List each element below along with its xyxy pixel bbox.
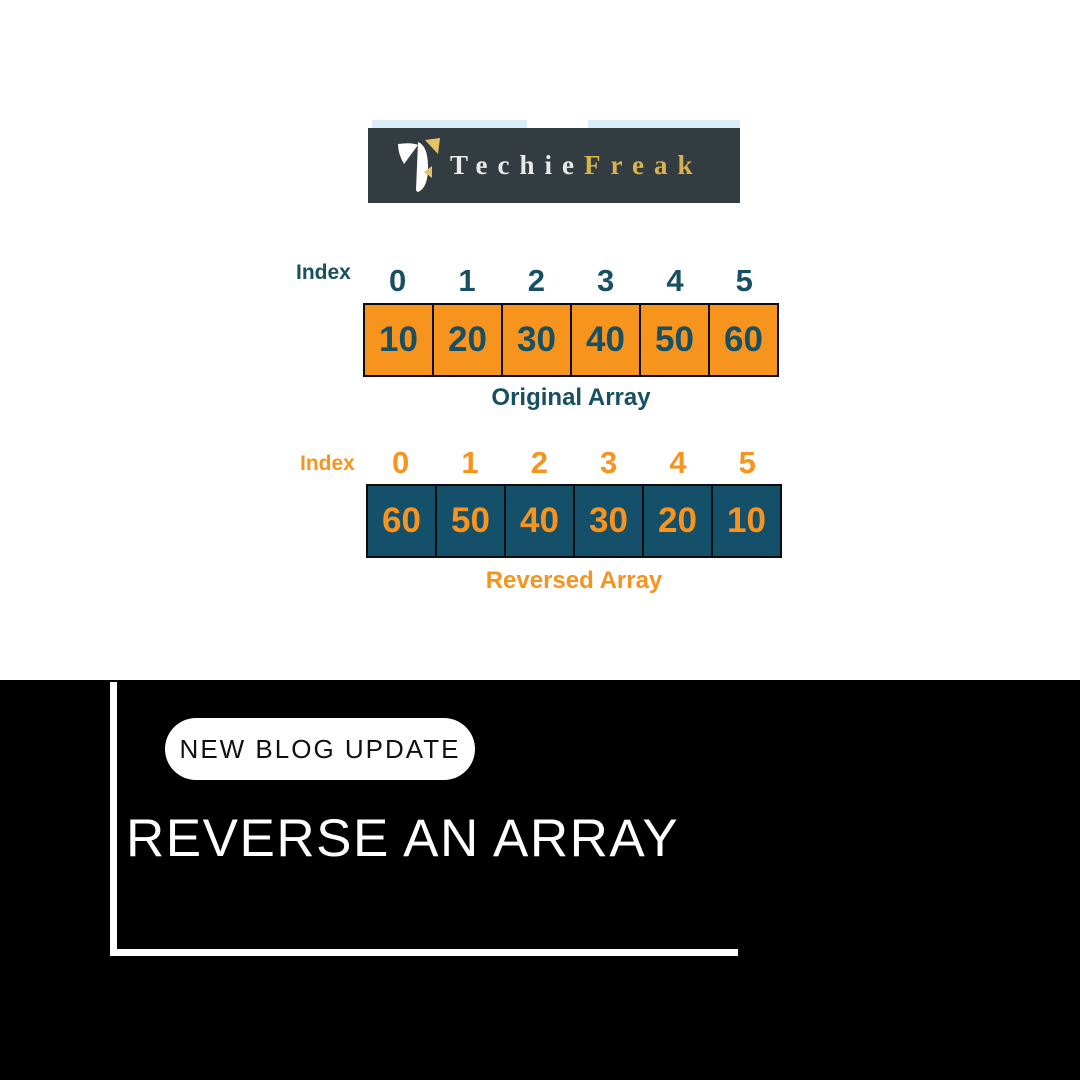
array-cell: 30 xyxy=(575,486,644,556)
post-title: REVERSE AN ARRAY xyxy=(126,809,680,868)
reversed-index-label: Index xyxy=(300,452,355,475)
index-value: 5 xyxy=(738,445,756,480)
index-value: 4 xyxy=(669,445,687,480)
array-cell: 20 xyxy=(644,486,713,556)
index-value: 1 xyxy=(461,445,479,480)
brand-second: Freak xyxy=(584,150,703,180)
index-value: 3 xyxy=(597,263,615,298)
accent-line-vertical xyxy=(110,682,117,956)
index-value: 2 xyxy=(530,445,548,480)
reversed-array-caption: Reversed Array xyxy=(485,567,663,594)
accent-line-horizontal xyxy=(110,949,738,956)
index-value: 4 xyxy=(666,263,684,298)
array-cell: 50 xyxy=(641,305,710,375)
logo-strip-right xyxy=(588,120,740,128)
array-cell: 50 xyxy=(437,486,506,556)
array-cell: 10 xyxy=(713,486,780,556)
index-value: 3 xyxy=(600,445,618,480)
array-cell: 60 xyxy=(368,486,437,556)
index-value: 5 xyxy=(735,263,753,298)
index-value: 2 xyxy=(527,263,545,298)
brand-first: Techie xyxy=(450,150,584,180)
brand-wordmark: TechieFreak xyxy=(450,150,703,181)
array-cell: 40 xyxy=(506,486,575,556)
array-cell: 10 xyxy=(365,305,434,375)
footer-section: NEW BLOG UPDATE REVERSE AN ARRAY xyxy=(0,680,1080,1080)
array-cell: 40 xyxy=(572,305,641,375)
reversed-index-row: 0 1 2 3 4 5 xyxy=(366,445,782,481)
new-blog-badge: NEW BLOG UPDATE xyxy=(165,718,475,780)
index-value: 0 xyxy=(389,263,407,298)
original-array: 10 20 30 40 50 60 xyxy=(363,303,779,377)
array-cell: 30 xyxy=(503,305,572,375)
original-array-caption: Original Array xyxy=(491,384,651,411)
original-index-row: 0 1 2 3 4 5 xyxy=(363,263,779,299)
logo-banner: TechieFreak xyxy=(368,128,740,203)
index-value: 0 xyxy=(392,445,410,480)
techiefreak-logo-icon xyxy=(398,137,440,192)
array-cell: 60 xyxy=(710,305,777,375)
array-cell: 20 xyxy=(434,305,503,375)
original-index-label: Index xyxy=(296,261,351,284)
reversed-array: 60 50 40 30 20 10 xyxy=(366,484,782,558)
index-value: 1 xyxy=(458,263,476,298)
logo-strip-left xyxy=(372,120,527,128)
